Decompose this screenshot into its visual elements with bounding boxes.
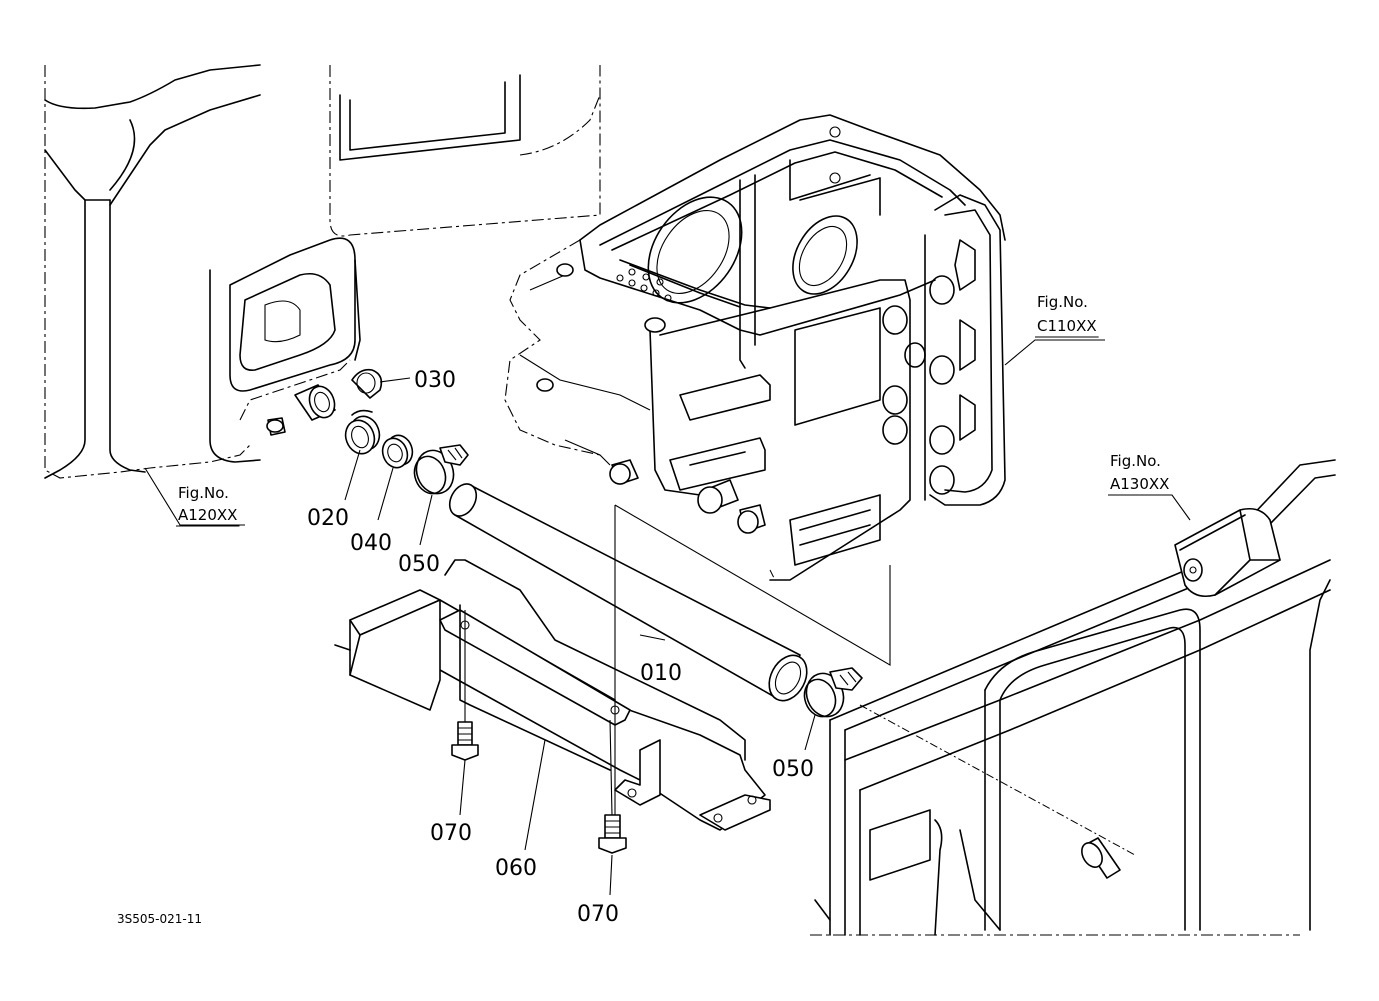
transmission-case [504,114,1006,581]
drawing-code: 3S505-021-11 [117,912,202,926]
fig-label: Fig.No. [1110,452,1161,470]
part-number-020[interactable]: 020 [307,506,349,531]
rear-frame [810,459,1336,936]
figure-reference-a120xx[interactable]: Fig.No. A120XX [176,484,240,527]
part-050-hose-clamp-upper [413,444,469,495]
part-number-050[interactable]: 050 [398,552,440,577]
part-070-bolt-right [598,814,627,854]
part-050-hose-clamp-lower [803,667,863,718]
fig-code: C110XX [1037,317,1097,335]
fig-label: Fig.No. [1037,293,1088,311]
fig-code: A120XX [178,506,237,524]
figure-reference-a130xx[interactable]: Fig.No. A130XX [1108,452,1172,496]
part-number-070-lower[interactable]: 070 [577,902,619,927]
part-070-bolt-left [451,721,479,761]
part-030-cap [351,368,383,399]
fig-label: Fig.No. [178,484,229,502]
part-number-030[interactable]: 030 [414,368,456,393]
part-number-050-lower[interactable]: 050 [772,757,814,782]
figure-reference-c110xx[interactable]: Fig.No. C110XX [1035,293,1099,338]
fig-code: A130XX [1110,475,1169,493]
part-number-070[interactable]: 070 [430,821,472,846]
assembly-guide-lines [464,504,891,816]
part-040-ring [381,434,414,469]
part-010-hose [448,483,808,702]
part-number-040[interactable]: 040 [350,531,392,556]
part-number-060[interactable]: 060 [495,856,537,881]
part-number-010[interactable]: 010 [640,661,682,686]
part-060-cover-bracket [334,559,771,831]
part-020-collar [344,409,381,455]
left-housing [44,64,601,479]
